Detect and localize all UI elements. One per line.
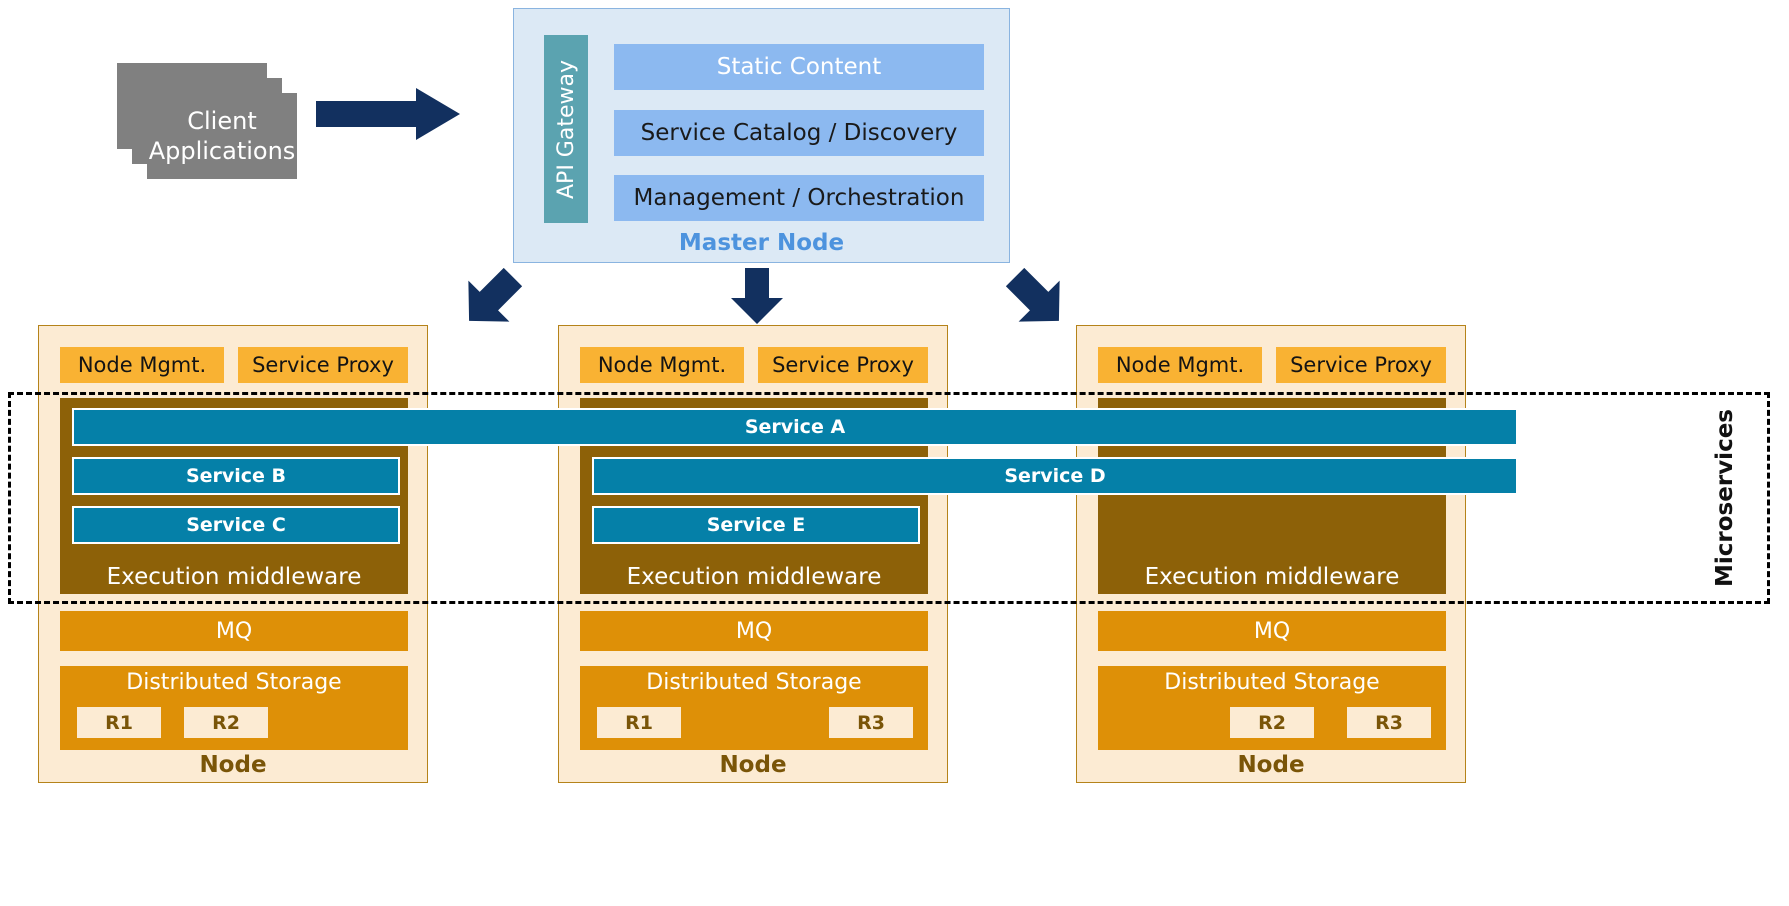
service-bar-a[interactable]: Service A [72,408,1518,446]
master-node-row-management[interactable]: Management / Orchestration [614,175,984,221]
master-node-row-service-catalog[interactable]: Service Catalog / Discovery [614,110,984,156]
service-bar-b[interactable]: Service B [72,457,400,495]
node-1-distributed-storage: Distributed Storage R1 R2 [60,666,408,750]
client-applications-label-line1: Client [187,107,257,135]
node-1-execution-middleware-label: Execution middleware [106,564,362,590]
service-bar-c[interactable]: Service C [72,506,400,544]
node-3-caption: Node [1237,752,1305,778]
api-gateway-label: API Gateway [553,59,579,199]
client-application-card-front: Client Applications [147,93,297,179]
master-to-node-1-arrow [468,268,522,322]
node-3-replica-0: R2 [1230,707,1314,738]
node-2-service-proxy-box[interactable]: Service Proxy [758,347,928,383]
node-1-replica-0: R1 [77,707,161,738]
node-3-distributed-storage: Distributed Storage R2 R3 [1098,666,1446,750]
master-to-node-2-arrow [731,268,783,324]
node-3-node-mgmt-box[interactable]: Node Mgmt. [1098,347,1262,383]
node-panel-2: Node Mgmt. Service Proxy Execution middl… [558,325,948,783]
node-3-service-slot-2 [1111,507,1433,545]
api-gateway-block: API Gateway [544,35,588,223]
service-bar-e[interactable]: Service E [592,506,920,544]
node-3-mq-box[interactable]: MQ [1098,611,1446,651]
microservices-label: Microservices [1712,409,1739,587]
node-2-node-mgmt-box[interactable]: Node Mgmt. [580,347,744,383]
node-3-distributed-storage-label: Distributed Storage [1164,670,1380,695]
master-node-row-static-content[interactable]: Static Content [614,44,984,90]
node-panel-3: Node Mgmt. Service Proxy Execution middl… [1076,325,1466,783]
master-node-panel: API Gateway Static Content Service Catal… [513,8,1010,263]
node-3-execution-middleware-label: Execution middleware [1144,564,1400,590]
node-1-replica-1: R2 [184,707,268,738]
client-to-master-arrow [316,88,460,140]
node-1-node-mgmt-box[interactable]: Node Mgmt. [60,347,224,383]
node-panel-1: Node Mgmt. Service Proxy Execution middl… [38,325,428,783]
node-2-distributed-storage: Distributed Storage R1 R3 [580,666,928,750]
microservices-region-label-wrap: Microservices [1690,392,1760,604]
node-1-caption: Node [199,752,267,778]
node-3-replica-1: R3 [1347,707,1431,738]
node-2-mq-box[interactable]: MQ [580,611,928,651]
node-1-service-proxy-box[interactable]: Service Proxy [238,347,408,383]
node-2-replica-1: R3 [829,707,913,738]
node-2-caption: Node [719,752,787,778]
node-3-service-proxy-box[interactable]: Service Proxy [1276,347,1446,383]
client-applications-label: Client Applications [147,93,297,179]
node-2-execution-middleware-label: Execution middleware [626,564,882,590]
node-2-distributed-storage-label: Distributed Storage [646,670,862,695]
node-2-replica-0: R1 [597,707,681,738]
client-applications-label-line2: Applications [148,137,296,165]
master-to-node-3-arrow [1006,268,1060,322]
service-bar-d[interactable]: Service D [592,457,1518,495]
node-1-distributed-storage-label: Distributed Storage [126,670,342,695]
master-node-caption: Master Node [678,230,845,256]
node-1-mq-box[interactable]: MQ [60,611,408,651]
